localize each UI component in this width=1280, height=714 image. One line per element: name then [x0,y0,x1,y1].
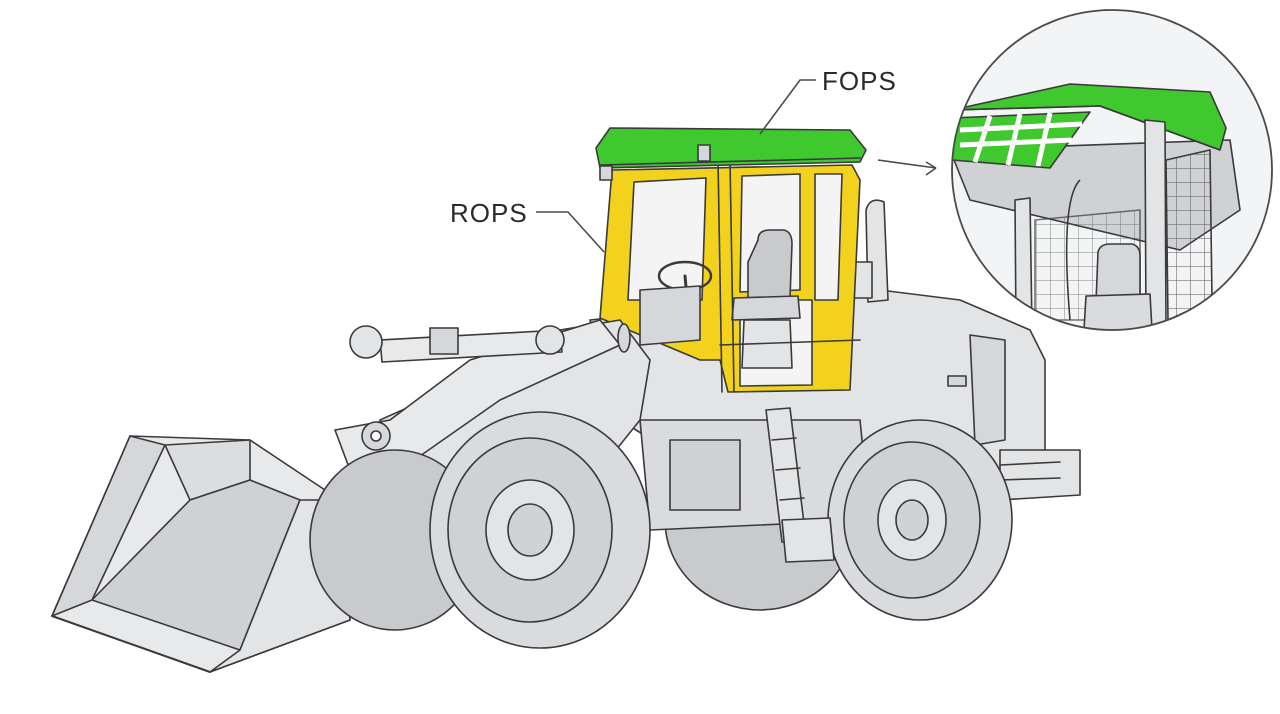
rops-cab-frame [599,159,861,393]
detail-arrow [877,159,937,176]
rops-callout: ROPS [450,198,605,253]
rear-wheel-near [827,419,1013,621]
rops-label: ROPS [450,198,528,228]
magnified-canopy-detail-icon [951,9,1273,331]
front-wheel-near [429,411,651,649]
loader-bucket [51,435,351,673]
fops-canopy [595,127,867,181]
fops-callout: FOPS [759,66,897,135]
access-ladder [765,407,835,563]
fops-label: FOPS [822,66,897,96]
